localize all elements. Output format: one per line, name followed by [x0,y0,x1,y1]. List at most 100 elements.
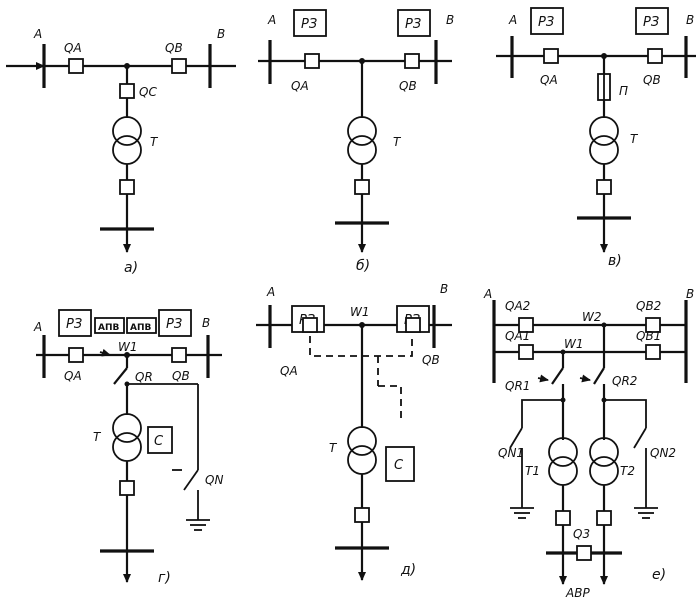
diagram-g: А В РЗ АПВ АПВ РЗ QA QB W1 QR QN Т С [33,309,223,586]
short-circuiter-qn1-label: QN1 [498,446,524,460]
auto-reclose-right-label: АПВ [130,323,151,333]
disconnector-qr-label: QR [135,370,153,384]
diagram-a: А В QA QB QC Т а) [6,27,236,276]
bus-b-label: В [446,13,454,27]
breaker-qb [647,48,663,64]
breaker-qa [304,53,320,69]
auto-reclose-left [94,317,125,334]
breaker-qb1 [645,344,661,360]
breaker-qa-label: QA [540,73,558,87]
transformer-t1-label: Т1 [525,464,540,478]
relay-c [385,446,415,482]
relay-protection-right-label: РЗ [643,15,659,30]
caption-b: б) [356,258,370,274]
breaker-qa [302,317,318,333]
transformer-t2-winding-2 [589,456,619,486]
caption-e: е) [652,567,666,583]
bus-b-label: В [217,27,225,41]
relay-protection-right [635,7,669,35]
breaker-qb [171,58,187,74]
line-w2-label: W2 [582,310,602,324]
line-w1-label: W1 [118,340,138,354]
lv-breaker [119,179,135,195]
bus-a-label: А [33,27,42,41]
relay-protection-right-label: РЗ [166,317,182,332]
sectional-breaker-q3-label: Q3 [573,527,590,541]
qr1-drive-arrow [537,374,549,383]
breaker-qb-label: QB [399,79,417,93]
lv-breaker [354,179,370,195]
short-circuiter-qn2-label: QN2 [650,446,676,460]
breaker-qa1-label: QA1 [505,329,530,343]
transformer-label: Т [150,135,159,149]
lv-breaker-t2 [596,510,612,526]
breaker-qa1 [518,344,534,360]
lv-breaker-t1 [555,510,571,526]
transformer-winding-1 [112,116,142,146]
breaker-qb2 [645,317,661,333]
relay-protection-left [293,9,327,37]
relay-c-label: С [154,434,164,449]
transformer-winding-1 [347,116,377,146]
breaker-qa [543,48,559,64]
sectional-breaker-q3 [576,545,592,561]
auto-reclose-right [126,317,157,334]
relay-protection-left-label: РЗ [66,317,82,332]
short-circuiter-qn1-blade [509,427,523,449]
neutral-t2-line [604,399,647,428]
bus-a-label: А [508,13,517,27]
disconnector-qr1-label: QR1 [505,379,530,393]
breaker-qa [68,347,84,363]
bus-b-label: В [440,282,448,296]
auto-reclose-left-label: АПВ [98,323,119,333]
bus-b-label: В [686,287,694,301]
lv-breaker [119,480,135,496]
relay-protection-left-label: РЗ [538,15,554,30]
relay-protection-left [58,309,92,337]
transformer-label: Т [393,135,402,149]
breaker-qb-label: QB [165,41,183,55]
disconnector-qr2-label: QR2 [612,374,637,388]
relay-protection-left-label: РЗ [301,17,317,32]
transformer-label: Т [329,441,338,455]
line-w1-label: W1 [350,305,370,319]
relay-protection-left [530,7,564,35]
transformer-label: Т [93,430,102,444]
neutral-t1-line [521,399,563,428]
transformer-t2-label: Т2 [620,464,635,478]
relay-c-signal-path [378,385,402,420]
breaker-qb-label: QB [172,369,190,383]
short-circuiter-qn2-blade [633,427,647,449]
bus-a-label: А [266,285,275,299]
qr2-drive-arrow [579,374,591,383]
fuse-label: П [619,84,628,98]
transformer-winding-2 [347,135,377,165]
relay-protection-right [397,9,431,37]
breaker-qb2-label: QB2 [636,299,661,313]
caption-a: а) [124,260,138,276]
caption-g: г) [158,570,171,586]
line-w1-label: W1 [564,337,584,351]
diagram-b: А В РЗ РЗ QA QB Т б) [258,9,454,274]
breaker-qc [119,83,135,99]
breaker-qa2-label: QA2 [505,299,530,313]
transformer-t2-winding-1 [589,437,619,467]
transformer-winding-2 [589,135,619,165]
caption-d: д) [400,562,416,578]
breaker-qb [171,347,187,363]
disconnector-qr-blade [113,367,128,385]
breaker-qb-label: QB [643,73,661,87]
transformer-winding-2 [347,445,377,475]
short-circuiter-blade [183,469,199,491]
disconnector-qr2-blade [593,367,605,385]
transformer-t1-winding-2 [548,456,578,486]
bus-a-label: А [33,320,42,334]
breaker-qb [404,53,420,69]
short-circuiter-qn-label: QN [205,473,223,487]
breaker-qb [405,317,421,333]
breaker-qa2 [518,317,534,333]
caption-v: в) [608,253,622,269]
transformer-winding-2 [112,135,142,165]
transformer-winding-1 [589,116,619,146]
